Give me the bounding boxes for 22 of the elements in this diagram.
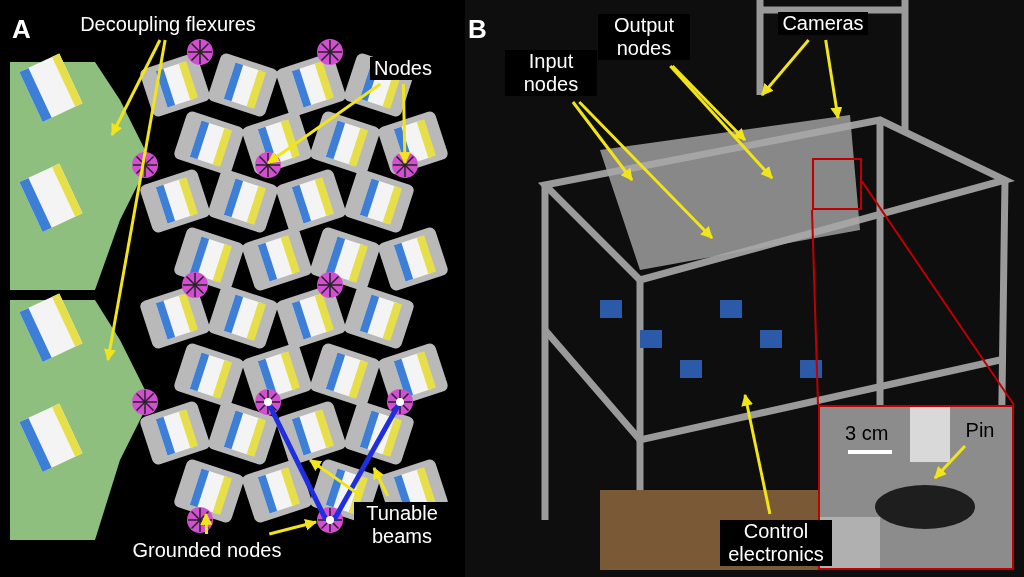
connector-line xyxy=(861,180,1015,406)
connector-line xyxy=(811,209,819,406)
leader-line xyxy=(760,39,810,96)
leader-line xyxy=(104,39,167,362)
leader-line xyxy=(571,101,634,181)
panel-letter: A xyxy=(12,13,31,46)
leader-line xyxy=(372,466,390,497)
panel-letter: B xyxy=(468,13,487,46)
leader-line xyxy=(824,39,843,120)
leader-line xyxy=(741,393,772,515)
leader-line xyxy=(267,82,382,165)
highlight-frame xyxy=(812,158,862,210)
callout-label: Pin xyxy=(956,416,1004,444)
leader-line xyxy=(933,444,967,480)
leader-line xyxy=(309,458,362,498)
leader-line xyxy=(578,100,714,240)
scale-label: 3 cm xyxy=(845,421,889,446)
leader-line xyxy=(268,518,318,536)
leader-line xyxy=(110,39,162,137)
leader-line xyxy=(671,64,747,142)
leader-line xyxy=(200,512,213,535)
leader-line xyxy=(669,65,774,179)
